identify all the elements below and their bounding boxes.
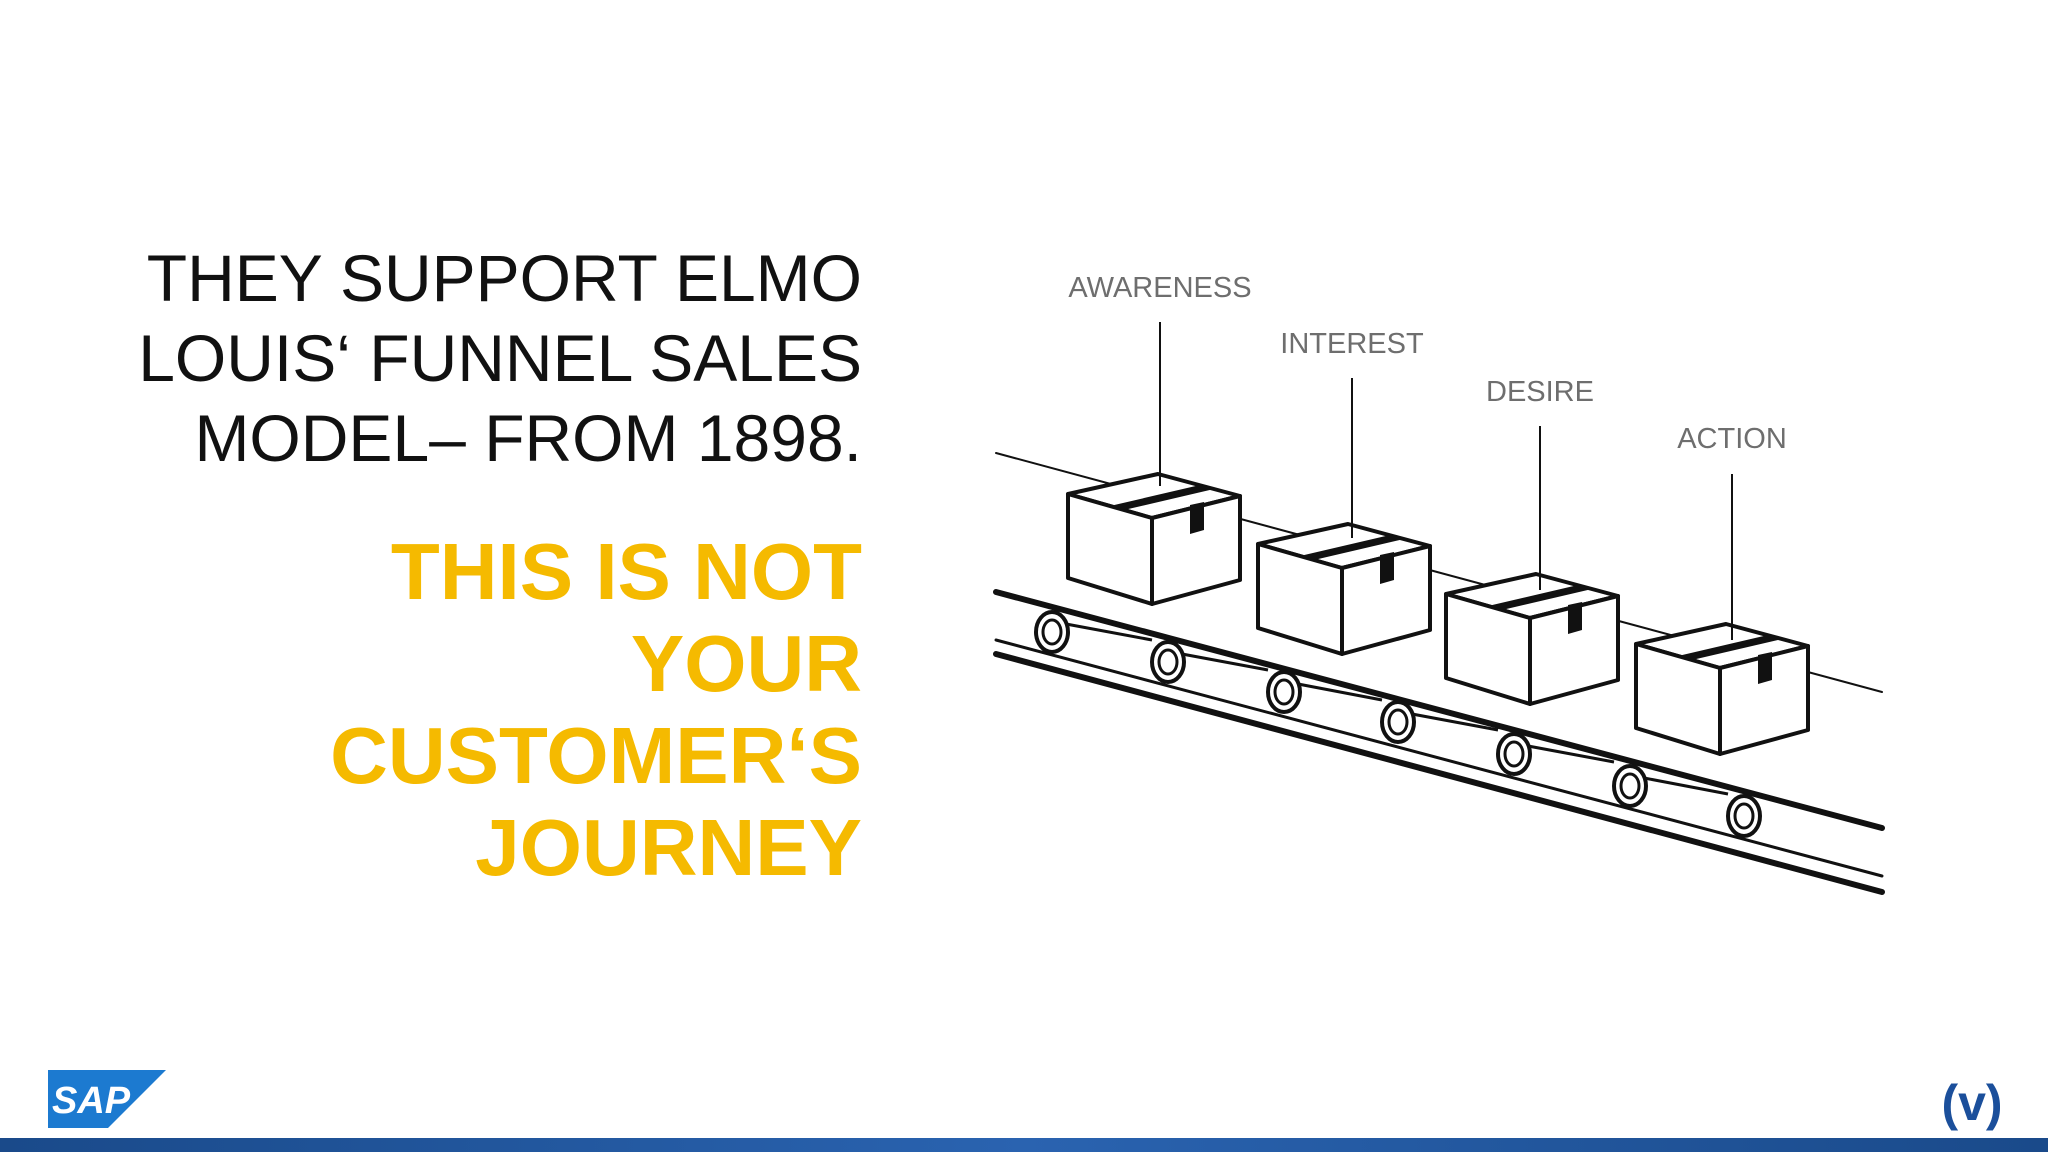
headline-line-3: MODEL– FROM 1898. — [194, 401, 862, 475]
belt-top-rail — [993, 589, 1885, 831]
belt-roller — [1380, 700, 1416, 744]
partner-logo-text: (v) — [1944, 1075, 2000, 1131]
partner-logo: (v) — [1944, 1075, 2000, 1131]
stage-desire: DESIRE — [1486, 376, 1594, 590]
stage-label: DESIRE — [1486, 376, 1594, 408]
belt-roller — [1726, 794, 1762, 838]
headline-line-1: THEY SUPPORT ELMO — [146, 241, 862, 315]
callout-line-3: CUSTOMER‘S — [330, 711, 862, 800]
box-icon — [1444, 572, 1620, 706]
footer-bar — [0, 1138, 2048, 1152]
callout-line-4: JOURNEY — [475, 803, 862, 892]
stage-label: ACTION — [1677, 423, 1787, 455]
belt-roller — [1496, 732, 1532, 776]
slide-headline: THEY SUPPORT ELMO LOUIS‘ FUNNEL SALES MO… — [62, 238, 862, 478]
belt-roller — [1612, 764, 1648, 808]
slide-callout: THIS IS NOT YOUR CUSTOMER‘S JOURNEY — [62, 526, 862, 894]
belt-roller — [1150, 640, 1186, 684]
stage-label: INTEREST — [1280, 328, 1424, 360]
belt-roller — [1034, 610, 1070, 654]
callout-line-2: YOUR — [630, 619, 862, 708]
stage-action: ACTION — [1677, 423, 1787, 640]
box-icon — [1634, 622, 1810, 756]
sap-logo-text: SAP — [52, 1080, 131, 1122]
headline-line-2: LOUIS‘ FUNNEL SALES — [138, 321, 862, 395]
belt-lower-rail — [994, 638, 1884, 878]
belt-roller — [1266, 670, 1302, 714]
stage-awareness: AWARENESS — [1068, 272, 1252, 486]
callout-line-1: THIS IS NOT — [390, 527, 862, 616]
box-icon — [1066, 472, 1242, 606]
belt-bottom-rail — [993, 651, 1885, 895]
stage-label: AWARENESS — [1068, 272, 1251, 304]
box-icon — [1256, 522, 1432, 656]
stage-interest: INTEREST — [1280, 328, 1424, 538]
sap-logo: SAP — [48, 1070, 166, 1128]
conveyor-belt-icon: AWARENESS INTEREST DESIRE ACTION — [993, 272, 1885, 895]
